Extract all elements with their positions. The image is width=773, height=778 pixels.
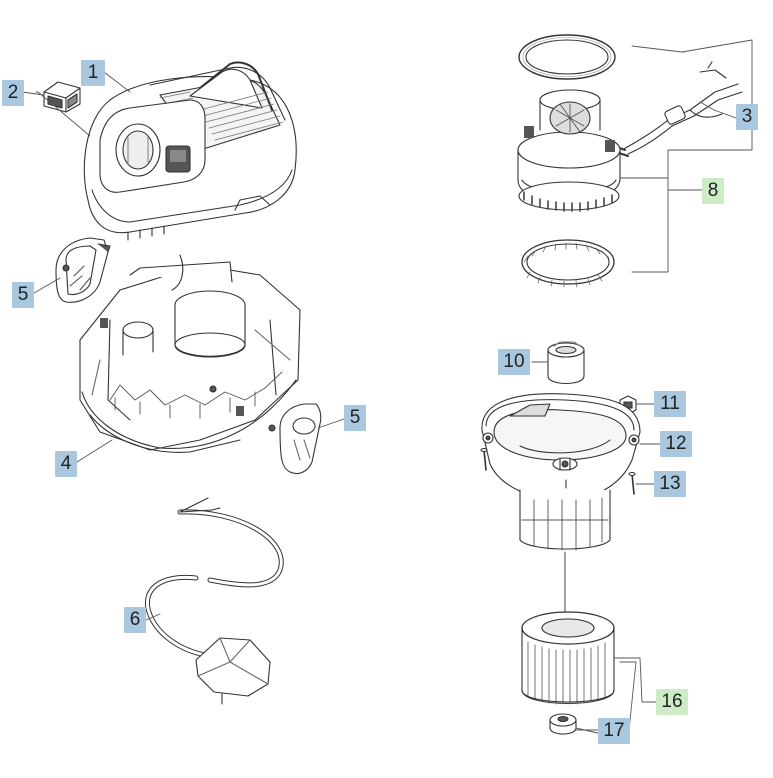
callout-13[interactable]: 13	[654, 471, 686, 497]
callout-5-left[interactable]: 5	[12, 282, 34, 308]
motor-part	[517, 89, 621, 212]
callout-3[interactable]: 3	[736, 104, 758, 130]
leader-5a	[33, 277, 61, 294]
latch-right-part	[268, 403, 322, 475]
leader-3	[699, 101, 737, 119]
screw-part	[480, 447, 636, 495]
motor-top-gasket-part	[518, 34, 616, 80]
filter-cartridge-part	[521, 551, 615, 705]
leader-4	[76, 439, 113, 463]
leader-1	[103, 71, 131, 93]
toothed-ring-part	[521, 239, 615, 288]
power-cord-part	[144, 497, 284, 705]
leader-8-top	[631, 45, 685, 53]
callout-12[interactable]: 12	[660, 431, 692, 457]
leader-8-bracket	[631, 39, 753, 273]
wiring-harness-part	[614, 61, 743, 157]
leader-2b	[35, 91, 91, 137]
filter-nut-part	[549, 713, 577, 735]
leader-lines	[21, 39, 753, 741]
motor-head-cover-part	[83, 61, 297, 241]
callout-6[interactable]: 6	[124, 607, 146, 633]
motor-housing-part	[481, 393, 641, 551]
callout-17[interactable]: 17	[598, 718, 630, 744]
latch-left-part	[55, 237, 111, 303]
callout-2[interactable]: 2	[2, 80, 24, 106]
callout-5-right[interactable]: 5	[344, 405, 366, 431]
sleeve-part	[547, 341, 585, 385]
callout-4[interactable]: 4	[55, 451, 77, 477]
callout-10[interactable]: 10	[498, 349, 530, 375]
leader-16	[613, 657, 657, 703]
lower-housing-part	[79, 254, 301, 453]
callout-11[interactable]: 11	[654, 391, 686, 417]
callout-1[interactable]: 1	[81, 60, 105, 86]
leader-5b	[317, 418, 345, 429]
leader-6	[145, 613, 161, 621]
callout-8[interactable]: 8	[702, 178, 724, 204]
callout-16[interactable]: 16	[656, 689, 688, 715]
switch-part	[43, 81, 81, 113]
